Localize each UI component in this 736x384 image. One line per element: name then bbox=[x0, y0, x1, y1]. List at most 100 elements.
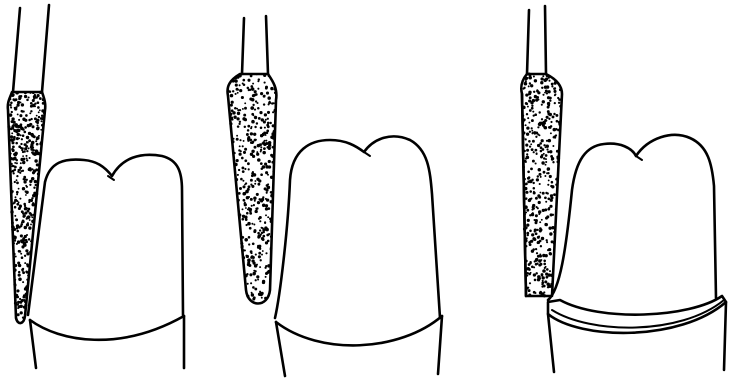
grit-dot bbox=[16, 129, 18, 131]
grit-dot bbox=[17, 113, 19, 115]
grit-dot bbox=[32, 91, 35, 94]
grit-dot bbox=[259, 143, 262, 146]
grit-dot bbox=[266, 146, 269, 149]
grit-dot bbox=[230, 94, 234, 98]
grit-dot bbox=[25, 114, 28, 117]
grit-dot bbox=[540, 81, 543, 84]
grit-dot bbox=[524, 187, 527, 190]
grit-dot bbox=[525, 80, 527, 82]
grit-dot bbox=[545, 164, 547, 166]
grit-dot bbox=[253, 204, 255, 206]
grit-dot bbox=[535, 232, 538, 235]
grit-dot bbox=[266, 271, 269, 274]
grit-dot bbox=[239, 121, 241, 123]
grit-dot bbox=[238, 192, 241, 195]
grit-dot bbox=[257, 88, 259, 90]
grit-dot bbox=[27, 124, 30, 127]
grit-dot bbox=[239, 139, 241, 141]
grit-dot bbox=[28, 139, 31, 142]
grit-dot bbox=[267, 264, 271, 268]
grit-dot bbox=[20, 162, 22, 164]
grit-dot bbox=[26, 136, 29, 139]
grit-dot bbox=[35, 184, 37, 186]
grit-dot bbox=[39, 98, 41, 100]
grit-dot bbox=[15, 294, 18, 297]
grit-dot bbox=[529, 109, 532, 112]
grit-dot bbox=[247, 87, 250, 90]
grit-dot bbox=[541, 139, 544, 142]
grit-dot bbox=[525, 287, 528, 290]
grit-dot bbox=[264, 127, 266, 129]
grit-dot bbox=[32, 146, 35, 149]
grit-dot bbox=[9, 98, 11, 100]
grit-dot bbox=[553, 193, 556, 196]
grit-dot bbox=[525, 77, 528, 80]
tooth-3 bbox=[548, 135, 726, 372]
grit-dot bbox=[538, 173, 541, 176]
grit-dot bbox=[246, 273, 248, 275]
grit-dot bbox=[558, 102, 560, 104]
grit-dot bbox=[270, 220, 273, 223]
grit-dot bbox=[257, 158, 261, 162]
grit-dot bbox=[38, 111, 40, 113]
grit-dot bbox=[237, 89, 239, 91]
grit-dot bbox=[234, 107, 237, 110]
grit-dot bbox=[29, 157, 31, 159]
grit-dot bbox=[549, 97, 552, 100]
grit-dot bbox=[529, 131, 531, 133]
grit-dot bbox=[531, 179, 533, 181]
grit-dot bbox=[535, 149, 538, 152]
grit-dot bbox=[522, 120, 524, 122]
grit-dot bbox=[247, 162, 250, 165]
grit-dot bbox=[550, 274, 553, 277]
grit-dot bbox=[24, 226, 28, 230]
grit-dot bbox=[260, 162, 263, 165]
grit-dot bbox=[262, 281, 265, 284]
grit-dot bbox=[240, 242, 243, 245]
grit-dot bbox=[553, 90, 556, 93]
grit-dot bbox=[249, 227, 252, 230]
grit-dot bbox=[539, 192, 541, 194]
grit-dot bbox=[244, 159, 247, 162]
grit-dot bbox=[546, 283, 550, 287]
grit-dot bbox=[532, 207, 535, 210]
grit-dot bbox=[31, 197, 33, 199]
grit-dot bbox=[526, 237, 528, 239]
grit-dot bbox=[22, 317, 24, 319]
grit-dot bbox=[257, 201, 260, 204]
bur-grit bbox=[227, 73, 277, 300]
grit-dot bbox=[522, 115, 524, 117]
grit-dot bbox=[272, 124, 275, 127]
grit-dot bbox=[534, 229, 537, 232]
grit-dot bbox=[547, 249, 549, 251]
grit-dot bbox=[553, 128, 557, 132]
grit-dot bbox=[232, 111, 235, 114]
grit-dot bbox=[22, 187, 25, 190]
grit-dot bbox=[250, 198, 253, 201]
grit-dot bbox=[539, 221, 541, 223]
grit-dot bbox=[526, 272, 529, 275]
grit-dot bbox=[24, 262, 26, 264]
grit-dot bbox=[247, 79, 250, 82]
grit-dot bbox=[553, 113, 555, 115]
grit-dot bbox=[546, 276, 549, 279]
grit-dot bbox=[244, 238, 248, 242]
grit-dot bbox=[530, 272, 532, 274]
grit-dot bbox=[264, 221, 266, 223]
grit-dot bbox=[30, 102, 33, 105]
grit-dot bbox=[265, 265, 267, 267]
grit-dot bbox=[545, 154, 548, 157]
grit-dot bbox=[234, 79, 237, 82]
grit-dot bbox=[535, 259, 538, 262]
grit-dot bbox=[14, 199, 17, 202]
grit-dot bbox=[12, 235, 14, 237]
grit-dot bbox=[22, 155, 24, 157]
grit-dot bbox=[238, 211, 240, 213]
grit-dot bbox=[11, 94, 14, 97]
grit-dot bbox=[537, 144, 540, 147]
grit-dot bbox=[36, 127, 39, 130]
grit-dot bbox=[24, 242, 26, 244]
grit-dot bbox=[527, 219, 530, 222]
grit-dot bbox=[260, 92, 263, 95]
grit-dot bbox=[254, 139, 257, 142]
